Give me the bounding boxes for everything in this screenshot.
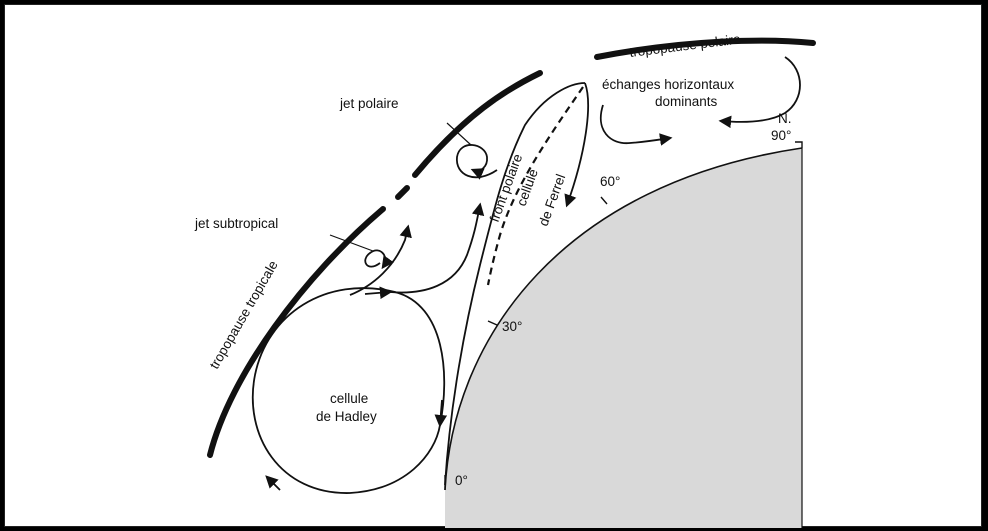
- tick-90: [795, 142, 802, 148]
- tropopause-gap-segment: [398, 188, 407, 197]
- label-tropopause-tropicale: tropopause tropicale: [207, 258, 281, 371]
- label-lat-60: 60°: [600, 174, 620, 189]
- subtropical-jet-swirl: [365, 250, 385, 267]
- label-lat-30: 30°: [502, 319, 522, 334]
- tick-60: [601, 197, 607, 204]
- label-cellule-hadley-line2: de Hadley: [316, 409, 377, 424]
- subtropical-jet-branch: [350, 227, 408, 295]
- label-cellule-hadley-line1: cellule: [330, 391, 368, 406]
- label-echanges-line2: dominants: [655, 94, 718, 109]
- hadley-arrow-bottom: [267, 477, 280, 490]
- hadley-upper-branch: [390, 205, 480, 293]
- label-lat-north: N.: [778, 111, 792, 126]
- hadley-arrow-top: [365, 292, 390, 294]
- label-lat-90: 90°: [771, 128, 791, 143]
- label-jet-polaire: jet polaire: [339, 96, 399, 111]
- label-echanges-line1: échanges horizontaux: [602, 77, 734, 92]
- hadley-arrow-down: [440, 400, 442, 425]
- polar-jet-swirl: [457, 145, 497, 177]
- atmospheric-circulation-diagram: tropopause polaire échanges horizontaux …: [5, 5, 983, 528]
- label-tropopause-polaire: tropopause polaire: [629, 31, 742, 60]
- tick-30: [488, 321, 497, 325]
- label-cellule-ferrel-line2: de Ferrel: [536, 172, 569, 228]
- label-jet-subtropical: jet subtropical: [194, 216, 278, 231]
- label-lat-0: 0°: [455, 473, 468, 488]
- ferrel-cell-loop: [567, 83, 588, 205]
- exchanges-arrow-right: [601, 105, 670, 143]
- diagram-panel: tropopause polaire échanges horizontaux …: [4, 4, 982, 527]
